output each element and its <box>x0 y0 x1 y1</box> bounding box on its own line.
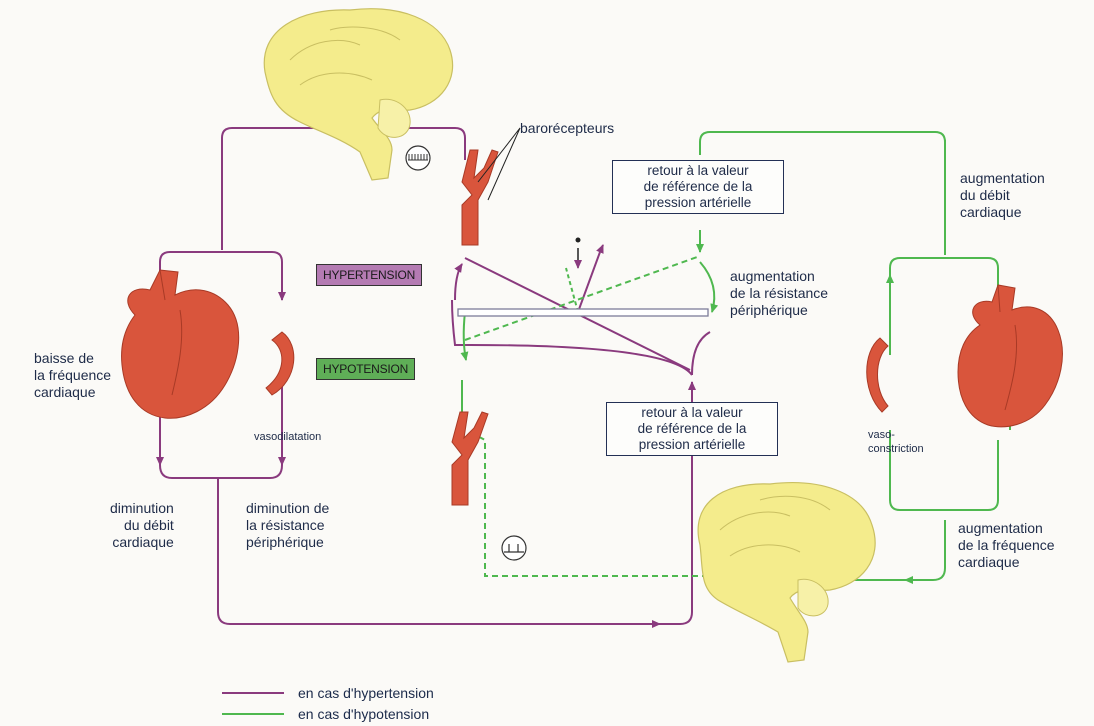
artery-top-icon <box>462 150 498 245</box>
heart-right-icon <box>958 285 1062 427</box>
brain-bottom-icon <box>698 483 875 662</box>
legend-hypotension-line <box>222 713 284 715</box>
augmentation-resistance-label: augmentation de la résistance périphériq… <box>730 268 828 319</box>
baisse-frequence-label: baisse de la fréquence cardiaque <box>34 350 111 401</box>
augmentation-debit-label: augmentation du débit cardiaque <box>960 170 1045 221</box>
legend-hypertension-line <box>222 692 284 694</box>
vasodilatation-label: vasodilatation <box>254 430 321 444</box>
reference-box-bottom: retour à la valeur de référence de la pr… <box>606 402 778 456</box>
balance-scale-icon <box>458 238 708 317</box>
slow-signal-icon <box>502 536 526 560</box>
legend-hypertension: en cas d'hypertension <box>222 684 434 702</box>
legend-hypotension-text: en cas d'hypotension <box>298 706 429 722</box>
diminution-debit-label: diminution du débit cardiaque <box>110 500 174 551</box>
vasoconstriction-label: vaso- constriction <box>868 428 924 456</box>
augmentation-frequence-label: augmentation de la fréquence cardiaque <box>958 520 1055 571</box>
reference-box-top: retour à la valeur de référence de la pr… <box>612 160 784 214</box>
heart-left-icon <box>122 270 239 418</box>
diminution-resistance-label: diminution de la résistance périphérique <box>246 500 329 551</box>
barorecepteurs-label: barorécepteurs <box>520 120 614 137</box>
fast-signal-icon <box>406 146 430 170</box>
artery-bottom-icon <box>452 412 488 505</box>
legend-hypertension-text: en cas d'hypertension <box>298 685 434 701</box>
vessel-constricted-icon <box>867 338 888 412</box>
hypotension-tag: HYPOTENSION <box>316 358 415 380</box>
hypertension-tag: HYPERTENSION <box>316 264 422 286</box>
vessel-dilated-icon <box>266 332 294 395</box>
legend-hypotension: en cas d'hypotension <box>222 705 429 723</box>
